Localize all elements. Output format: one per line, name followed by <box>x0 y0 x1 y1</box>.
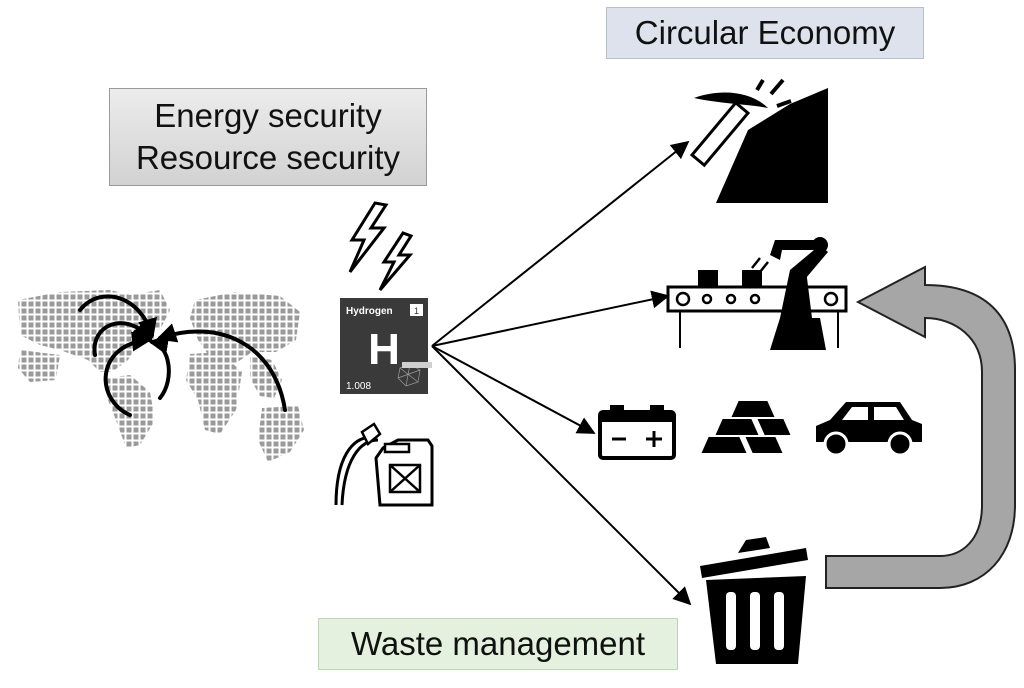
lightning-icon <box>348 201 414 291</box>
circular-economy-label: Circular Economy <box>634 14 896 51</box>
element-number: 1 <box>414 306 419 316</box>
metal-ingots-icon <box>698 399 794 455</box>
arrow-to-waste <box>431 345 692 606</box>
element-symbol: H <box>368 325 400 374</box>
waste-management-label: Waste management <box>350 625 646 662</box>
arrow-to-manufacturing <box>431 290 670 347</box>
robot-assembly-line-icon <box>666 237 848 350</box>
circular-economy-label-box: Circular Economy <box>606 7 924 59</box>
battery-icon <box>598 405 676 460</box>
world-map-icon <box>18 290 304 462</box>
flow-arrows <box>431 140 692 606</box>
mining-pickaxe-icon <box>689 78 828 203</box>
arrow-to-products <box>431 345 596 434</box>
fuel-can-icon <box>334 422 434 507</box>
arrow-to-mining <box>431 140 690 347</box>
recycle-return-arrow <box>825 265 1016 589</box>
element-mass: 1.008 <box>346 381 371 392</box>
car-icon <box>816 402 922 457</box>
element-name: Hydrogen <box>346 306 393 317</box>
hydrogen-element-icon: Hydrogen 1 H 1.008 <box>340 298 432 394</box>
security-label-box: Energy security Resource security <box>109 88 427 186</box>
trash-bin-icon <box>700 537 808 664</box>
waste-management-label-box: Waste management <box>318 618 678 670</box>
resource-security-label: Resource security <box>135 139 401 176</box>
energy-security-label: Energy security <box>154 97 382 134</box>
